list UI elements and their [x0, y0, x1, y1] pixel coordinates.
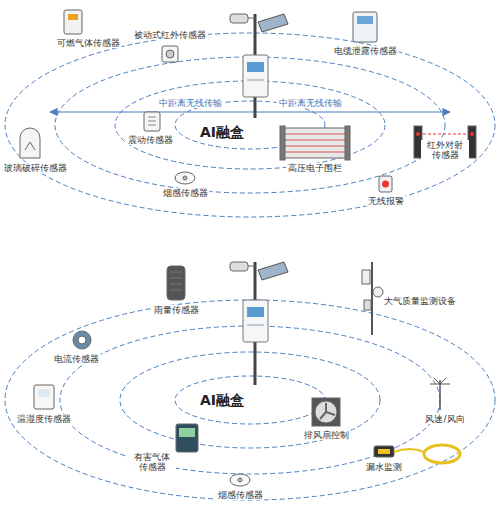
sensor-label: 烟感传感器	[161, 188, 210, 198]
range-rings	[5, 300, 495, 500]
sensor-label: 大气质量监测设备	[382, 296, 458, 306]
sensor-icons	[20, 10, 476, 192]
range-rings	[5, 33, 495, 217]
sensor-label: 中距离无线传输	[277, 98, 344, 108]
range-arrow	[50, 111, 450, 112]
sensor-label: 温湿度传感器	[15, 414, 73, 424]
hub-label: AI融盒	[198, 392, 246, 408]
sensor-label: 风速/风向	[423, 414, 466, 424]
sensor-label: 高压电子围栏	[286, 163, 344, 173]
sensor-label: 可燃气体传感器	[55, 38, 122, 48]
sensor-label: 烟感传感器	[216, 490, 265, 500]
sensor-label: 漏水监测	[364, 462, 404, 472]
sensor-label: 电流传感器	[52, 354, 101, 364]
sensor-label: 有害气体传感器	[128, 452, 176, 473]
sensor-label: 中距离无线传输	[157, 98, 224, 108]
sensor-label: 雨量传感器	[152, 305, 201, 315]
sensor-label: 排风扇控制	[302, 430, 351, 440]
sensor-label: 电缆泄露传感器	[332, 46, 399, 56]
sensor-label: 被动式红外传感器	[132, 30, 208, 40]
sensor-icons	[34, 262, 460, 486]
ai-box-pole	[230, 262, 288, 385]
sensor-label: 红外对射传感器	[421, 140, 469, 161]
hub-label: AI融盒	[198, 124, 246, 140]
sensor-label: 无线报警	[366, 196, 406, 206]
sensor-label: 震动传感器	[126, 135, 175, 145]
sensor-label: 玻璃破碎传感器	[2, 163, 69, 173]
